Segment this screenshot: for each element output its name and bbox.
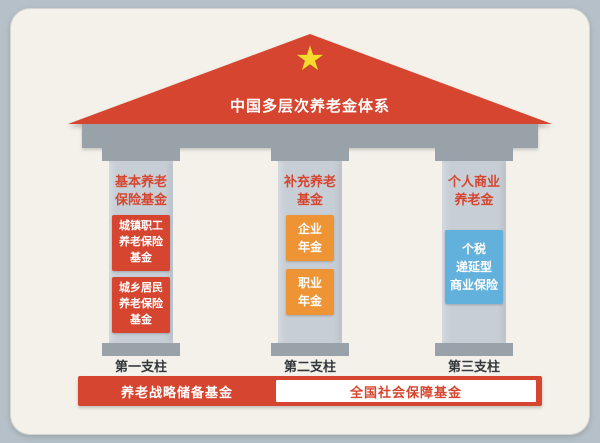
fund-box-urban-rural-resident: 城乡居民 养老保险 基金 bbox=[112, 277, 170, 333]
fund-box-tax-deferred-insurance: 个税 递延型 商业保险 bbox=[445, 230, 503, 304]
star-icon: ★ bbox=[294, 40, 326, 78]
national-social-security-fund-box: 全国社会保障基金 bbox=[276, 380, 536, 402]
pillar-base-label: 第二支柱 bbox=[283, 359, 336, 374]
pillar-heading: 个人商业 养老金 bbox=[447, 174, 500, 208]
fund-box-urban-employee: 城镇职工 养老保险 基金 bbox=[112, 215, 170, 271]
pillar-shaft: 个人商业 养老金 个税 递延型 商业保险 bbox=[442, 161, 506, 343]
pillar-base bbox=[271, 343, 349, 356]
pillar-heading: 基本养老 保险基金 bbox=[114, 174, 167, 208]
pillar-heading: 补充养老 基金 bbox=[283, 174, 336, 208]
pillar-capital bbox=[435, 148, 513, 161]
strategic-reserve-label: 养老战略储备基金 bbox=[120, 384, 233, 400]
pillar-base bbox=[435, 343, 513, 356]
pillar-shaft: 补充养老 基金 企业 年金 职业 年金 bbox=[278, 161, 342, 343]
foundation-bar: 养老战略储备基金 全国社会保障基金 bbox=[78, 376, 542, 406]
diagram-title: 中国多层次养老金体系 bbox=[229, 98, 390, 115]
fund-box-enterprise-annuity: 企业 年金 bbox=[286, 215, 334, 261]
pillar-capital bbox=[271, 148, 349, 161]
temple-roof bbox=[68, 34, 552, 124]
pillar-base bbox=[102, 343, 180, 356]
pillar-base-label: 第一支柱 bbox=[114, 359, 167, 374]
fund-box-occupational-annuity: 职业 年金 bbox=[286, 269, 334, 315]
diagram-card: ★ 中国多层次养老金体系 基本养老 保险基金 城镇职工 养老保险 基金 城乡居民… bbox=[10, 8, 590, 435]
pillar-capital bbox=[102, 148, 180, 161]
roof-beam bbox=[82, 124, 538, 148]
pillar-base-label: 第三支柱 bbox=[447, 359, 500, 374]
pillar-shaft: 基本养老 保险基金 城镇职工 养老保险 基金 城乡居民 养老保险 基金 bbox=[109, 161, 173, 343]
